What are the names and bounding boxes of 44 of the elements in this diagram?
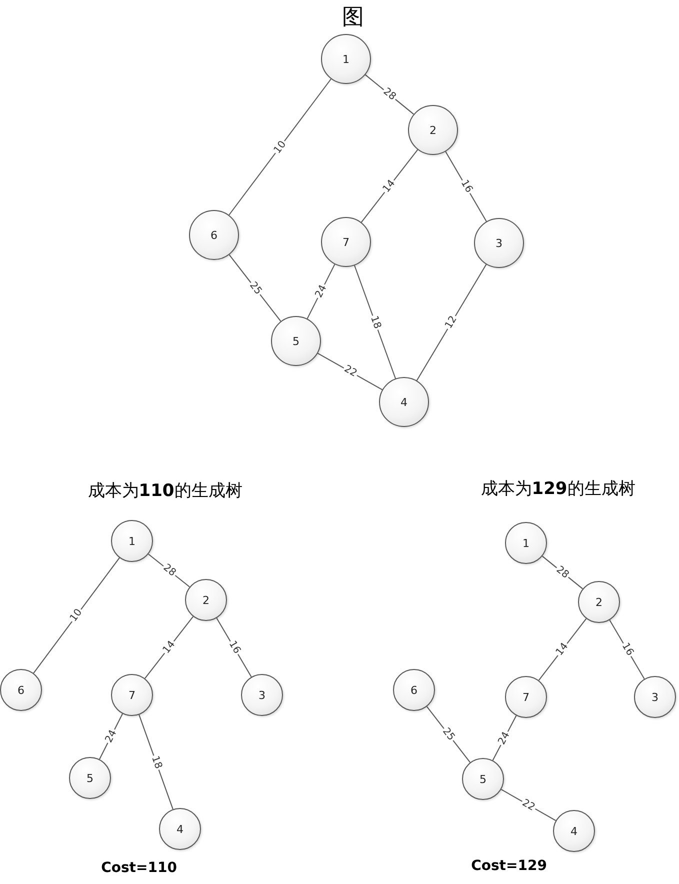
vertex-circle: 2 (408, 105, 458, 155)
edge-line (360, 149, 418, 223)
vertex-circle: 4 (159, 808, 201, 850)
edge-line (144, 616, 194, 679)
edge-line (317, 352, 383, 390)
edge-line (33, 557, 120, 674)
edge-line (138, 714, 174, 810)
edge-line (228, 254, 282, 322)
edge-line (538, 618, 587, 681)
vertex-circle: 6 (189, 210, 239, 260)
vertex-circle: 2 (578, 581, 620, 623)
edge-line (148, 554, 190, 588)
edge-line (542, 556, 584, 590)
vertex-circle: 1 (111, 520, 153, 562)
edge-line (500, 788, 556, 822)
vertex-circle: 1 (321, 34, 371, 84)
vertex-circle: 5 (462, 758, 504, 800)
edge-label: 22 (519, 796, 538, 814)
edge-line (445, 151, 487, 222)
vertex-circle: 3 (474, 218, 524, 268)
edge-line (228, 78, 332, 216)
vertex-circle: 7 (111, 674, 153, 716)
vertex-circle: 3 (241, 674, 283, 716)
title: 图 (342, 4, 364, 32)
edge-line (426, 706, 471, 763)
vertex-circle: 4 (379, 377, 429, 427)
vertex-circle: 5 (69, 757, 111, 799)
vertex-circle: 6 (0, 669, 42, 711)
edge-line (609, 620, 645, 680)
vertex-circle: 7 (505, 676, 547, 718)
vertex-circle: 6 (393, 669, 435, 711)
vertex-circle: 7 (321, 217, 371, 267)
edge-line (354, 265, 396, 379)
vertex-circle: 3 (634, 676, 676, 718)
cost-label: Cost=129 (471, 858, 547, 874)
vertex-circle: 5 (271, 316, 321, 366)
vertex-circle: 2 (185, 579, 227, 621)
vertex-circle: 4 (553, 810, 595, 852)
subtitle: 成本为110的生成树 (88, 480, 242, 502)
edge-line (416, 264, 487, 382)
edge-line (216, 618, 252, 678)
vertex-circle: 1 (505, 522, 547, 564)
cost-label: Cost=110 (101, 860, 177, 876)
subtitle: 成本为129的生成树 (480, 478, 636, 500)
